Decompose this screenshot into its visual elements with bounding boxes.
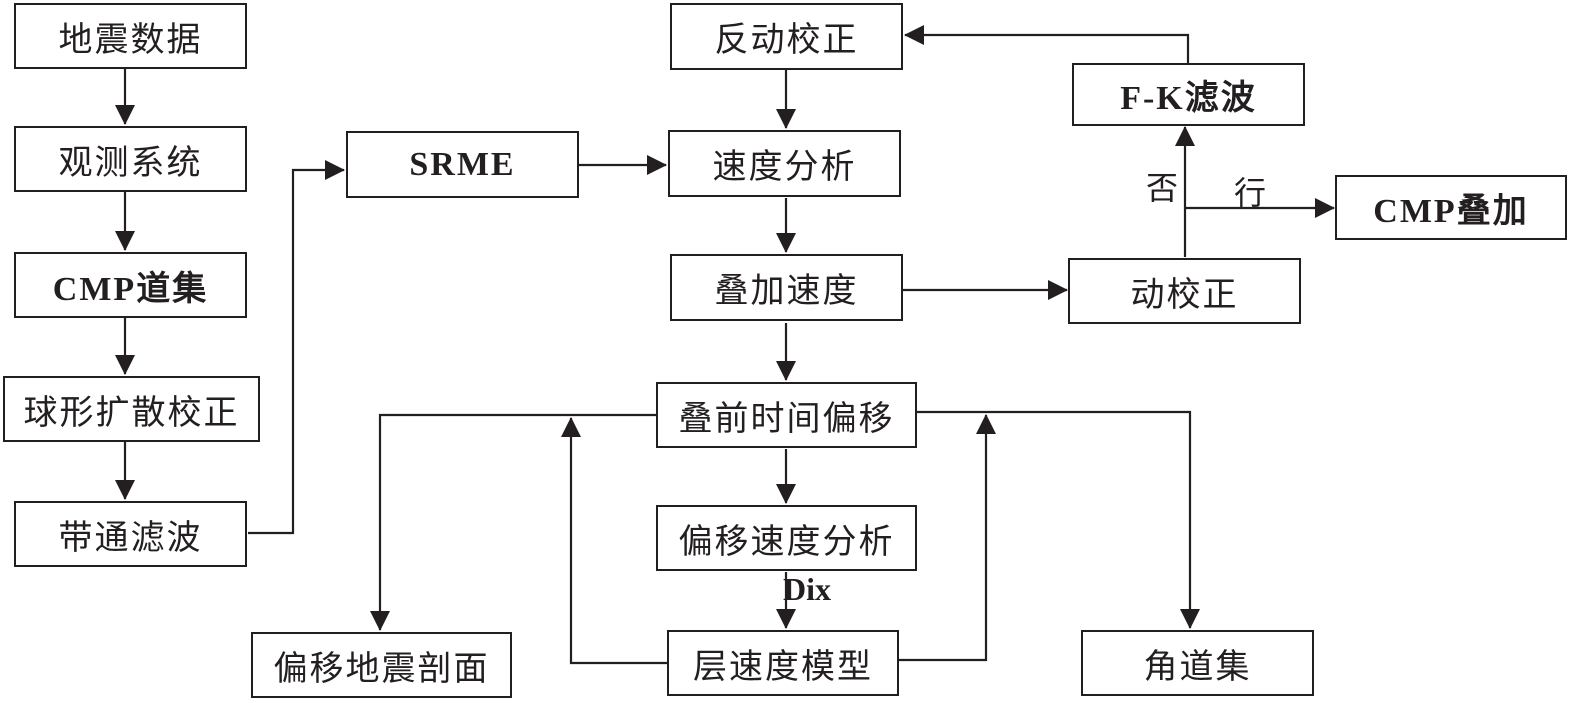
node-inverse-nmo: 反动校正 (670, 3, 903, 70)
node-prestack-time-migration: 叠前时间偏移 (656, 382, 917, 448)
arrow-velocity-model-feedback-right (898, 414, 996, 662)
node-cmp-gather: CMP道集 (14, 252, 247, 318)
node-fk-filter: F-K滤波 (1072, 63, 1305, 126)
node-nmo: 动校正 (1068, 258, 1301, 324)
node-srme: SRME (346, 131, 579, 198)
node-bandpass-filter: 带通滤波 (14, 501, 247, 567)
node-spherical-correction: 球形扩散校正 (3, 376, 260, 442)
node-migrated-section: 偏移地震剖面 (251, 632, 512, 698)
node-angle-gather: 角道集 (1081, 630, 1314, 696)
node-seismic-data: 地震数据 (14, 3, 247, 69)
node-stack-velocity: 叠加速度 (670, 254, 903, 321)
node-geometry: 观测系统 (14, 126, 247, 192)
arrow-velocity-model-feedback-left (561, 417, 668, 665)
node-velocity-analysis: 速度分析 (668, 130, 901, 197)
label-no: 否 (1146, 169, 1179, 207)
arrow-pstm-to-migrated-section (370, 413, 656, 631)
arrow-pstm-to-angle-gather (916, 410, 1200, 629)
node-migration-velocity-analysis: 偏移速度分析 (656, 505, 917, 571)
arrow-fk-to-inverse-nmo (904, 25, 1190, 65)
node-cmp-stack: CMP叠加 (1335, 175, 1567, 240)
label-yes: 行 (1234, 174, 1267, 212)
node-interval-velocity-model: 层速度模型 (667, 630, 899, 696)
label-dix: Dix (783, 571, 831, 607)
arrow-bandpass-to-srme (248, 160, 345, 535)
